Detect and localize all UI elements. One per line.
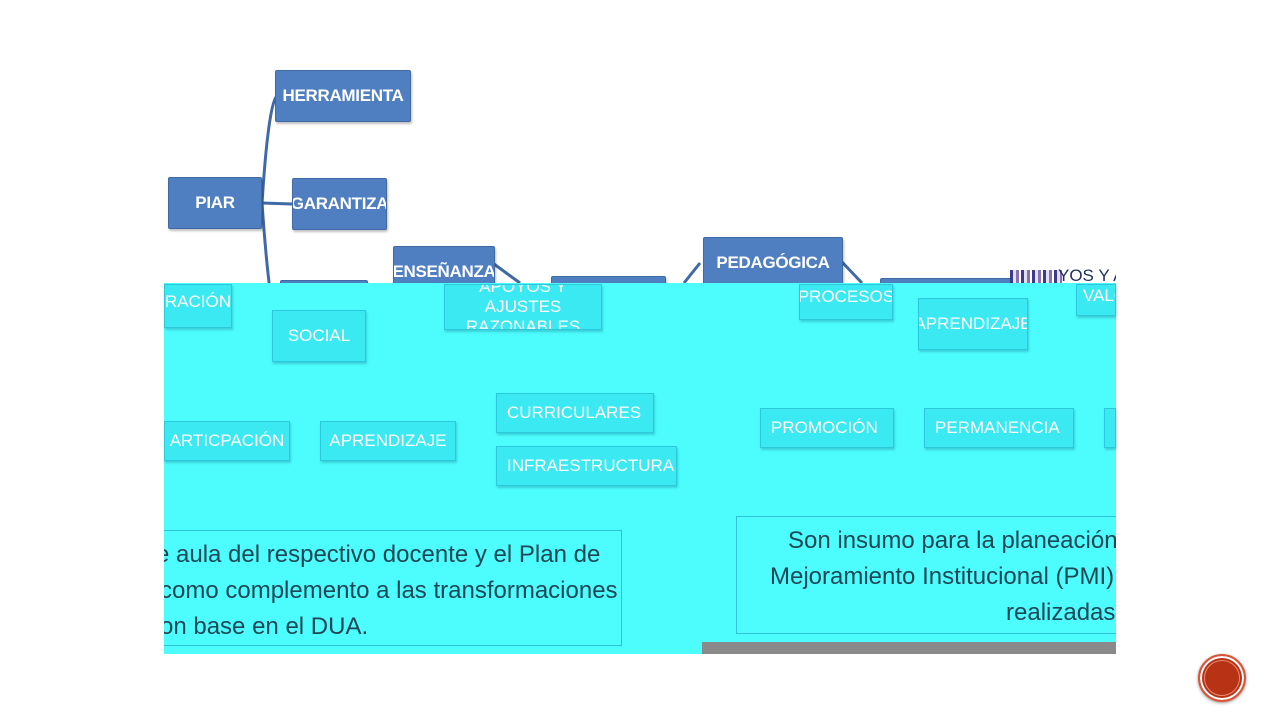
aprendizaje-box-left: APRENDIZAJE: [320, 421, 456, 461]
procesos-label: PROCESOS: [799, 287, 893, 306]
right-text-line-2: Mejoramiento Institucional (PMI),: [770, 563, 1116, 590]
racion-box: RACIÓN: [164, 284, 232, 328]
garantiza-box: GARANTIZA: [292, 178, 387, 230]
procesos-box: PROCESOS: [799, 284, 893, 320]
pedagogica-box: PEDAGÓGICA: [703, 237, 843, 285]
partial-box-far-right: [1104, 408, 1116, 448]
glitch-strip-right: [1010, 270, 1062, 283]
promocion-label: PROMOCIÓN: [771, 418, 878, 437]
articpacion-box: ARTICPACIÓN: [164, 421, 290, 461]
herramienta-label: HERRAMIENTA: [282, 86, 404, 105]
garantiza-label: GARANTIZA: [292, 194, 387, 213]
button-ring-icon: [1204, 660, 1240, 696]
right-text-box: Son insumo para la planeación d Mejorami…: [736, 516, 1116, 634]
gray-bottom-strip: [702, 642, 1116, 654]
piar-box: PIAR: [168, 177, 262, 229]
infraestructura-box: INFRAESTRUCTURA: [496, 446, 677, 486]
apoyos-fragment-label: YOS Y A: [1058, 266, 1116, 284]
pedagogica-label: PEDAGÓGICA: [716, 253, 830, 272]
apoyos-label: APOYOS Y AJUSTES RAZONABLES: [465, 284, 581, 330]
social-label: SOCIAL: [287, 326, 351, 345]
ensenanza-label: ENSEÑANZA: [393, 262, 495, 281]
right-text-line-3: realizadas c: [1006, 599, 1116, 626]
left-text-line-1: e aula del respectivo docente y el Plan …: [164, 541, 601, 568]
valo-box: VALO: [1076, 284, 1116, 316]
racion-label: RACIÓN: [164, 292, 232, 311]
piar-label: PIAR: [195, 193, 235, 212]
left-text-line-2: como complemento a las transformaciones: [164, 577, 618, 604]
right-text-line-1: Son insumo para la planeación d: [788, 527, 1116, 554]
permanencia-label: PERMANENCIA: [935, 418, 1060, 437]
aprendizaje-label-right: APRENDIZAJE: [918, 314, 1028, 333]
curriculares-box: CURRICULARES: [496, 393, 654, 433]
next-slide-button[interactable]: [1198, 654, 1246, 702]
left-text-line-3: on base en el DUA.: [164, 613, 369, 640]
infraestructura-label: INFRAESTRUCTURA: [507, 456, 675, 475]
promocion-box: PROMOCIÓN: [760, 408, 894, 448]
apoyos-box: APOYOS Y AJUSTES RAZONABLES: [444, 284, 602, 330]
valo-label: VALO: [1083, 286, 1115, 305]
social-box: SOCIAL: [272, 310, 366, 362]
curriculares-label: CURRICULARES: [507, 403, 642, 422]
aprendizaje-label-left: APRENDIZAJE: [329, 431, 447, 450]
herramienta-box: HERRAMIENTA: [275, 70, 411, 122]
aprendizaje-box-right: APRENDIZAJE: [918, 298, 1028, 350]
left-text-box: e aula del respectivo docente y el Plan …: [164, 530, 622, 646]
permanencia-box: PERMANENCIA: [924, 408, 1074, 448]
articpacion-label: ARTICPACIÓN: [169, 431, 285, 450]
